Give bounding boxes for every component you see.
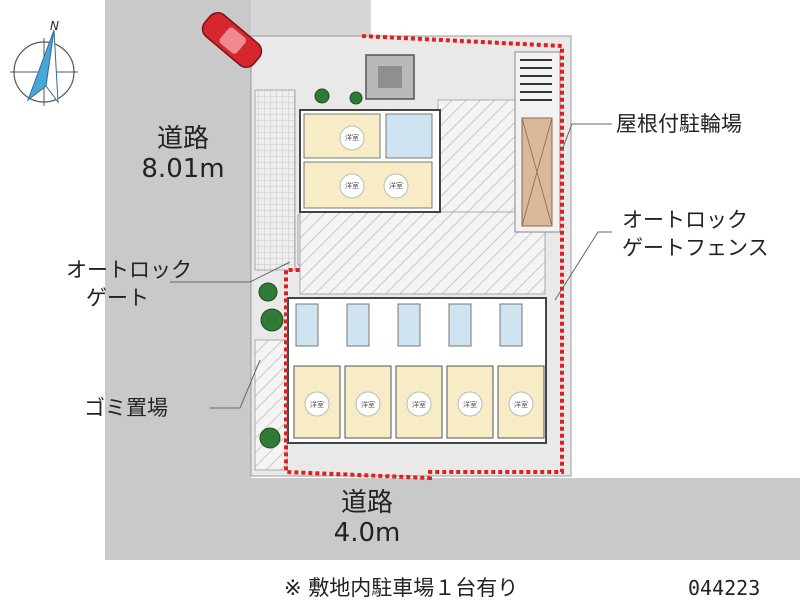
upper-unit-2 <box>303 161 433 209</box>
south-road-label: 道路 4.0m <box>312 488 422 548</box>
upper-wet-area <box>385 113 433 159</box>
autolock-fence-line1: オートロック <box>622 208 748 232</box>
room-circle <box>406 391 432 417</box>
south-road <box>105 478 800 560</box>
west-road-name: 道路 <box>156 124 209 154</box>
property-code: 044223 <box>688 576 761 600</box>
car-icon <box>201 12 263 68</box>
autolock-gate-callout: オートロック ゲート <box>66 256 192 312</box>
west-road <box>105 0 251 560</box>
north-arrow-icon <box>10 29 78 106</box>
room-circle <box>457 391 483 417</box>
west-walkway <box>254 89 296 271</box>
autolock-gate-line2: ゲート <box>86 286 149 310</box>
autolock-fence-callout: オートロック ゲートフェンス <box>622 206 769 262</box>
north-label: N <box>50 19 59 33</box>
south-road-width: 4.0m <box>333 518 401 548</box>
unit-wet-area <box>397 303 421 347</box>
storage-box-inner <box>378 66 402 88</box>
south-road-name: 道路 <box>340 488 393 518</box>
room-label: 洋室 <box>310 400 324 409</box>
garbage-callout: ゴミ置場 <box>84 396 168 420</box>
unit-wet-area <box>448 303 472 347</box>
parking-note: ※ 敷地内駐車場１台有り <box>284 576 519 600</box>
trees <box>258 88 363 449</box>
room-circle <box>304 391 330 417</box>
unit-wet-area <box>499 303 523 347</box>
road-band-top <box>251 0 371 36</box>
room-label: 洋室 <box>463 400 477 409</box>
room-label: 洋室 <box>514 400 528 409</box>
west-road-width: 8.01m <box>141 154 225 184</box>
unit-wet-area <box>295 303 319 347</box>
room-circle <box>339 125 365 151</box>
lower-units: 洋室 洋室 洋室 洋室 洋室 <box>293 303 545 439</box>
room-label: 洋室 <box>361 400 375 409</box>
bicycle-parking-callout: 屋根付駐輪場 <box>616 112 742 136</box>
hatched-yard-lower <box>299 211 546 295</box>
room-label: 洋室 <box>412 400 426 409</box>
bike-rack-lines <box>520 59 552 101</box>
unit-wet-area <box>346 303 370 347</box>
room-label: 洋室 <box>345 182 359 190</box>
room-label: 洋室 <box>389 182 403 190</box>
west-strip <box>254 339 288 471</box>
west-road-label: 道路 8.01m <box>128 124 238 184</box>
room-circle <box>355 391 381 417</box>
autolock-gate-line1: オートロック <box>66 258 192 282</box>
room-circle <box>339 173 365 199</box>
autolock-fence-line2: ゲートフェンス <box>622 236 769 260</box>
room-circle <box>508 391 534 417</box>
room-circle <box>383 173 409 199</box>
room-label: 洋室 <box>345 134 359 142</box>
callout-leaders <box>170 123 612 409</box>
